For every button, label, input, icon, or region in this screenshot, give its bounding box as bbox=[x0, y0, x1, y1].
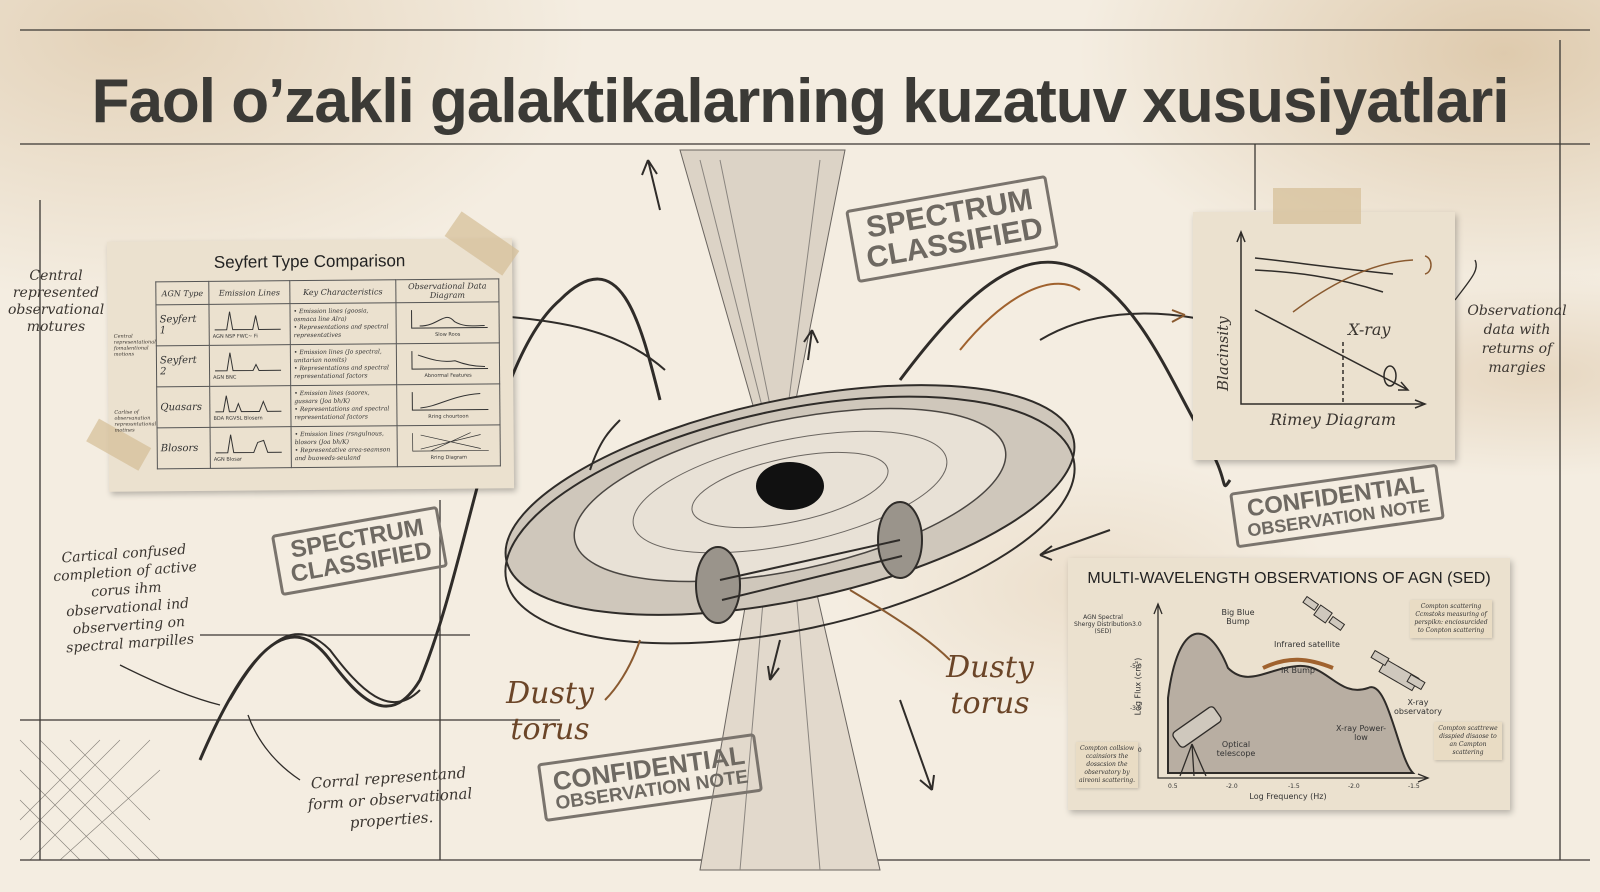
satellite-icon bbox=[1302, 595, 1346, 631]
ytick: -5.0 bbox=[1130, 663, 1142, 670]
tape bbox=[1273, 188, 1361, 224]
emission-lines-cell: AGN Blosar bbox=[210, 426, 292, 469]
black-hole bbox=[756, 462, 824, 510]
optical-telescope-label: Optical telescope bbox=[1216, 740, 1256, 758]
observational-diagram-cell: Rring Diagram bbox=[397, 424, 501, 467]
emission-line-sketch bbox=[215, 434, 282, 454]
xtick: 0.5 bbox=[1168, 783, 1178, 790]
observational-sketch bbox=[411, 392, 489, 411]
agn-type-cell: Blosors bbox=[157, 427, 211, 469]
characteristics-cell: • Emission lines (saorex, gussars (Joa b… bbox=[290, 384, 398, 427]
column-header: Key Characteristics bbox=[289, 279, 396, 304]
emission-lines-cell: BDA RGVSL Blosern bbox=[209, 385, 292, 428]
table-header-row: AGN Type Emission Lines Key Characterist… bbox=[155, 278, 499, 305]
column-header: AGN Type bbox=[155, 281, 209, 305]
emission-line-sketch bbox=[214, 311, 281, 331]
jet-upper bbox=[679, 149, 846, 431]
dusty-torus-label-left: Dusty torus bbox=[506, 676, 594, 747]
sed-ylabel: Log Flux (cm²) bbox=[1133, 657, 1143, 716]
rimey-plot bbox=[1236, 229, 1432, 409]
emission-lines-cell: AGN BNC bbox=[209, 344, 291, 387]
emission-lines-cell: AGN NSP FWC~ Fi bbox=[208, 303, 291, 346]
emission-line-sketch bbox=[215, 395, 282, 413]
rimey-xray-label: X-ray bbox=[1348, 320, 1391, 339]
xray-observatory-icon bbox=[1370, 649, 1426, 692]
observational-sketch bbox=[412, 432, 489, 452]
sed-card: MULTI-WAVELENGTH OBSERVATIONS OF AGN (SE… bbox=[1068, 558, 1510, 810]
seyfert-side-note: Central representational fomalentional m… bbox=[113, 333, 156, 358]
observational-label: Observational data with returns of margi… bbox=[1467, 303, 1567, 376]
table-row: Blosors AGN Blosar • Emission lines (rsn… bbox=[157, 424, 501, 469]
observational-diagram-cell: Slow Roos bbox=[395, 301, 500, 344]
xray-observatory-label: X-ray observatory bbox=[1393, 698, 1443, 716]
ytick: -3.0 bbox=[1130, 705, 1142, 712]
cartical-label: Cartical confused completion of active c… bbox=[52, 541, 198, 657]
telescope-icon bbox=[1172, 706, 1222, 777]
sed-distribution-label: AGN Spectral Shergy Distribution (SED) bbox=[1074, 614, 1132, 635]
characteristics-cell: • Emission lines (goosia, osmaca line Al… bbox=[289, 302, 397, 345]
compton-note: Compton scattering Ccmstoks measuring of… bbox=[1410, 600, 1492, 638]
page-title: Faol o’zakli galaktikalarning kuzatuv xu… bbox=[91, 67, 1510, 136]
observational-diagram-cell: Rring chourtoon bbox=[396, 383, 501, 426]
rimey-diagram-card: Blacinsity Rimey Diagram X-ray bbox=[1193, 188, 1455, 460]
corral-label: Corral representand form or observationa… bbox=[307, 763, 473, 832]
observational-diagram-cell: Abnormal Features bbox=[396, 342, 500, 385]
big-blue-bump-label: Big Blue Bump bbox=[1221, 608, 1255, 626]
compton-note: Compton collsiow ccainsiors the dosscsio… bbox=[1076, 742, 1138, 788]
ytick: -3.0 bbox=[1130, 621, 1142, 628]
characteristics-cell: • Emission lines (Jo spectral, unitarian… bbox=[290, 343, 397, 386]
table-row: Seyfert 2 AGN BNC • Emission lines (Jo s… bbox=[156, 342, 500, 387]
xtick: -1.5 bbox=[1288, 783, 1300, 790]
xtick: -2.0 bbox=[1226, 783, 1238, 790]
sed-xlabel: Log Frequency (Hz) bbox=[1249, 792, 1327, 801]
xtick: -2.0 bbox=[1348, 783, 1360, 790]
compton-note: Compton scattrewe disspied disaose to an… bbox=[1434, 722, 1502, 760]
seyfert-comparison-card: Seyfert Type Comparison Central represen… bbox=[86, 211, 520, 492]
right-wave-curve bbox=[898, 260, 1232, 488]
sed-plot bbox=[1153, 595, 1430, 783]
agn-type-cell: Quasars bbox=[156, 386, 211, 428]
central-label: Central represented observational moture… bbox=[8, 268, 105, 335]
emission-line-sketch bbox=[215, 352, 282, 372]
table-row: Seyfert 1 AGN NSP FWC~ Fi • Emission lin… bbox=[155, 301, 500, 346]
ir-bump-label: IR Bump bbox=[1281, 666, 1315, 675]
table-row: Quasars BDA RGVSL Blosern • Emission lin… bbox=[156, 383, 501, 428]
seyfert-table: AGN Type Emission Lines Key Characterist… bbox=[155, 278, 501, 469]
rimey-ylabel: Blacinsity bbox=[1214, 316, 1232, 391]
observational-sketch bbox=[411, 310, 488, 329]
xtick: -1.5 bbox=[1408, 783, 1420, 790]
dusty-torus-label-right: Dusty torus bbox=[946, 650, 1034, 721]
observational-sketch bbox=[411, 351, 489, 370]
sed-curve bbox=[1167, 632, 1416, 774]
rimey-xlabel: Rimey Diagram bbox=[1269, 410, 1396, 429]
sed-title: MULTI-WAVELENGTH OBSERVATIONS OF AGN (SE… bbox=[1087, 570, 1491, 587]
torus-cut-left bbox=[695, 546, 741, 624]
column-header: Emission Lines bbox=[208, 280, 290, 305]
xray-power-low-label: X-ray Power-low bbox=[1336, 724, 1386, 742]
seyfert-side-note: Carlise of observanation repressntationa… bbox=[114, 409, 157, 434]
infrared-satellite-label: Infrared satellite bbox=[1274, 640, 1340, 649]
seyfert-card-title: Seyfert Type Comparison bbox=[213, 251, 406, 272]
characteristics-cell: • Emission lines (rsngulnous, blosors (J… bbox=[291, 425, 398, 468]
agn-type-cell: Seyfert 1 bbox=[155, 304, 210, 346]
left-wave-curve bbox=[198, 277, 662, 761]
column-header: Observational Data Diagram bbox=[395, 278, 499, 303]
agn-type-cell: Seyfert 2 bbox=[156, 345, 210, 387]
